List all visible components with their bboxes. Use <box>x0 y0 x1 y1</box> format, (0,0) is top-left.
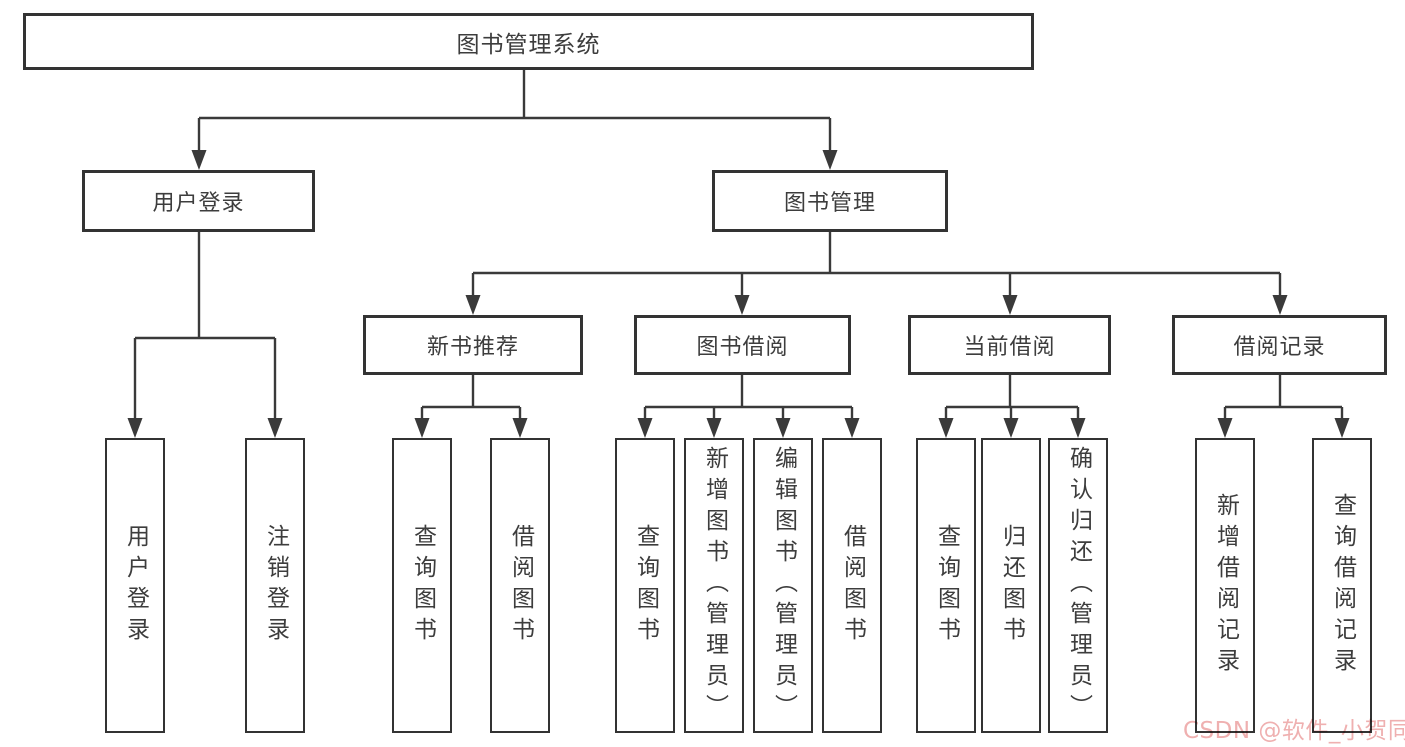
node-current-borrowing: 当前借阅 <box>908 315 1111 375</box>
leaf-add-books-admin: 新增图书（管理员） <box>684 438 744 733</box>
leaf-logout: 注销登录 <box>245 438 305 733</box>
leaf-query-borrow-record: 查询借阅记录 <box>1312 438 1372 733</box>
leaf-edit-books-admin: 编辑图书（管理员） <box>753 438 813 733</box>
leaf-add-borrow-record: 新增借阅记录 <box>1195 438 1255 733</box>
leaf-return-books: 归还图书 <box>981 438 1041 733</box>
node-book-borrowing: 图书借阅 <box>634 315 851 375</box>
node-borrowing-records: 借阅记录 <box>1172 315 1387 375</box>
watermark: CSDN @软件_小贺同学 <box>1183 718 1405 744</box>
leaf-user-login: 用户登录 <box>105 438 165 733</box>
leaf-borrow-books: 借阅图书 <box>822 438 882 733</box>
node-user-login: 用户登录 <box>82 170 315 232</box>
leaf-query-books: 查询图书 <box>615 438 675 733</box>
leaf-query-books: 查询图书 <box>916 438 976 733</box>
node-new-book-recommendation: 新书推荐 <box>363 315 583 375</box>
arrowhead-icons <box>127 150 1350 438</box>
node-book-management: 图书管理 <box>712 170 948 232</box>
leaf-confirm-return-admin: 确认归还（管理员） <box>1048 438 1108 733</box>
leaf-query-books: 查询图书 <box>392 438 452 733</box>
leaf-borrow-books: 借阅图书 <box>490 438 550 733</box>
node-library-system: 图书管理系统 <box>23 13 1034 70</box>
